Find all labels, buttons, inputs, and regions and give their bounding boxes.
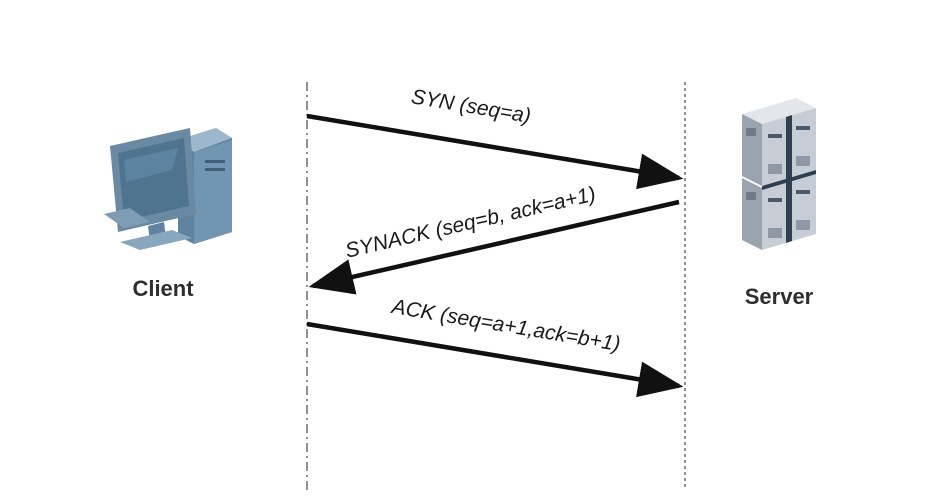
syn-label: SYN (seq=a): [410, 85, 533, 128]
desktop-computer-icon: [104, 128, 232, 250]
synack-arrow: [308, 199, 680, 295]
ack-label: ACK (seq=a+1,ack=b+1): [388, 295, 622, 356]
syn-arrow: [306, 113, 684, 190]
ack-arrow: [306, 321, 684, 398]
server-rack-icon: [742, 98, 816, 250]
server-label: Server: [745, 284, 814, 309]
client-label: Client: [132, 276, 194, 301]
